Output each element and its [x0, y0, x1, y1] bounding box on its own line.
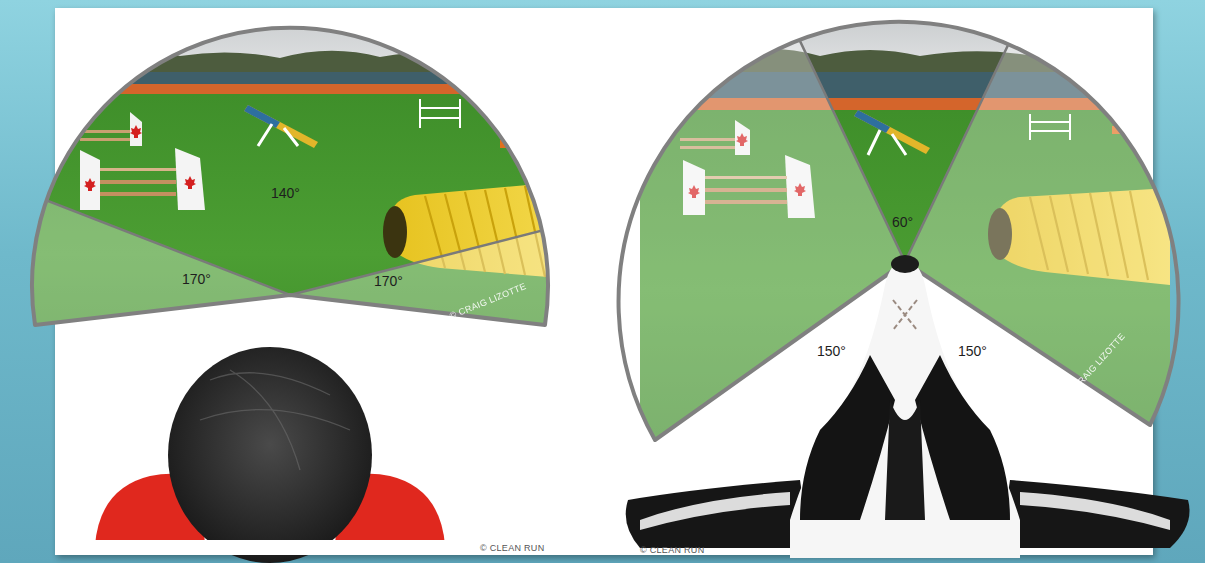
copyright-note: © CLEAN RUN — [480, 543, 544, 553]
angle-label: 170° — [374, 273, 403, 289]
angle-label: 60° — [892, 214, 913, 230]
angle-label: 170° — [182, 271, 211, 287]
copyright-note: © CLEAN RUN — [640, 545, 704, 555]
angle-label: 150° — [817, 343, 846, 359]
angle-label: 140° — [271, 185, 300, 201]
angle-label: 150° — [958, 343, 987, 359]
